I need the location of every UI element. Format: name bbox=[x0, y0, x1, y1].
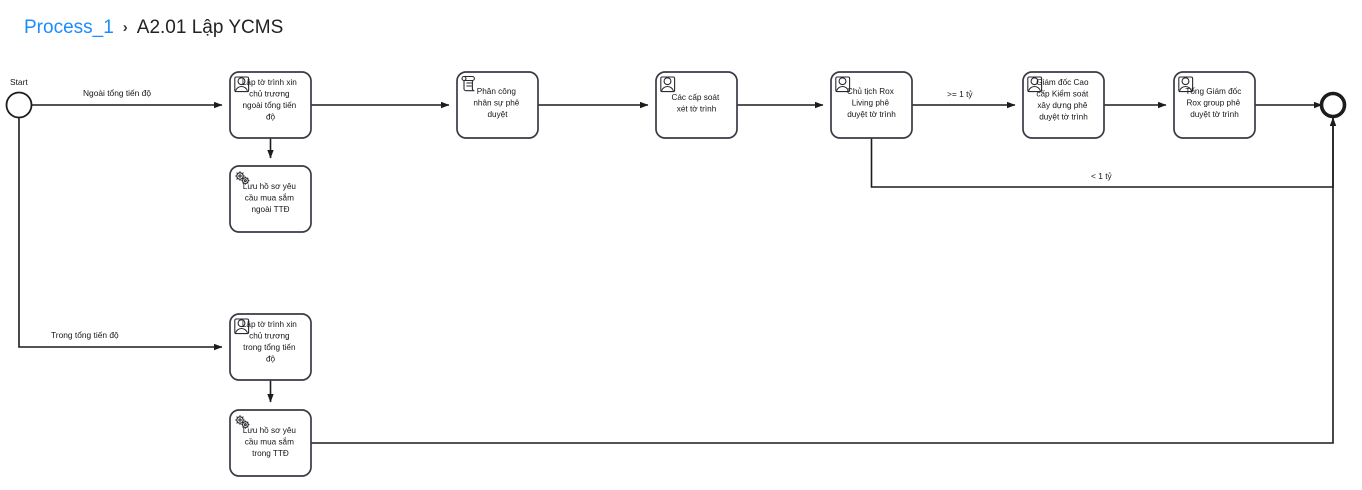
task-label-line: Rox group phê bbox=[1187, 99, 1241, 108]
svg-text:Lập tờ trình xin chủ: Lập tờ trình xin chủ trương ngoài tổng t… bbox=[242, 78, 299, 122]
svg-text:Lưu hồ sơ yêu cầu mu: Lưu hồ sơ yêu cầu mua sắm ngoài TTĐ bbox=[243, 182, 298, 214]
svg-text:Lưu hồ sơ yêu cầu mu: Lưu hồ sơ yêu cầu mua sắm trong TTĐ bbox=[243, 426, 298, 458]
task-label-line: trong TTĐ bbox=[252, 449, 289, 458]
task-label-line: độ bbox=[266, 113, 276, 122]
task-label-line: xét tờ trình bbox=[677, 105, 717, 114]
edge-label-gte-1-ty: >= 1 tỷ bbox=[947, 89, 973, 99]
task-label-line: độ bbox=[266, 355, 276, 364]
task-label-line: Chủ tịch Rox bbox=[847, 87, 894, 96]
sequence-flows bbox=[18, 101, 1337, 444]
svg-text:Giám đốc Cao cấp Kiể: Giám đốc Cao cấp Kiểm soát xây dựng phê … bbox=[1036, 78, 1091, 122]
user-icon bbox=[1178, 76, 1194, 93]
start-event-label: Start bbox=[10, 77, 28, 87]
user-icon bbox=[835, 76, 851, 93]
user-icon bbox=[234, 76, 250, 93]
task-label-line: Tổng Giám đốc bbox=[1185, 86, 1241, 96]
task-label-line: Lập tờ trình xin bbox=[242, 78, 297, 87]
task-label-line: xây dựng phê bbox=[1037, 101, 1088, 110]
svg-text:Phân công nhân sự ph: Phân công nhân sự phê duyệt bbox=[473, 87, 521, 119]
page-title: A2.01 Lập YCMS bbox=[136, 17, 284, 38]
user-icon bbox=[234, 318, 250, 335]
end-event[interactable] bbox=[1319, 91, 1347, 119]
user-icon bbox=[1027, 76, 1043, 93]
task-label-line: nhân sự phê bbox=[473, 99, 519, 108]
task-label-line: cầu mua sắm bbox=[245, 193, 294, 203]
task-label-line: duyệt bbox=[487, 110, 508, 119]
task-lap-to-trinh-ngoai[interactable]: Lập tờ trình xin chủ trương ngoài tổng t… bbox=[229, 71, 312, 139]
task-label-line: chủ trương bbox=[249, 332, 290, 341]
svg-text:Tổng Giám đốc Rox gr: Tổng Giám đốc Rox group phê duyệt tờ trì… bbox=[1185, 86, 1243, 119]
edge-labels: Ngoài tổng tiến độ Trong tổng tiến độ >=… bbox=[51, 88, 1113, 340]
task-label-line: cầu mua sắm bbox=[245, 437, 294, 447]
flow-luu-trong-to-end[interactable] bbox=[311, 117, 1337, 444]
task-label-line: trong tổng tiến bbox=[243, 342, 296, 352]
breadcrumb-root-link[interactable]: Process_1 bbox=[24, 17, 114, 38]
user-icon bbox=[660, 76, 676, 93]
task-label-line: cấp Kiểm soát bbox=[1036, 89, 1089, 99]
script-icon bbox=[461, 75, 475, 92]
task-label-line: chủ trương bbox=[249, 90, 290, 99]
svg-text:Các cấp soát xét tờ: Các cấp soát xét tờ trình bbox=[671, 93, 721, 114]
task-tong-giam-doc[interactable]: Tổng Giám đốc Rox group phê duyệt tờ trì… bbox=[1173, 71, 1256, 139]
task-label-line: Giám đốc Cao bbox=[1036, 78, 1089, 87]
task-lap-to-trinh-trong[interactable]: Lập tờ trình xin chủ trương trong tổng t… bbox=[229, 313, 312, 381]
gear-icon bbox=[235, 415, 250, 429]
breadcrumb: Process_1 › A2.01 Lập YCMS bbox=[24, 18, 283, 37]
task-label-line: duyệt tờ trình bbox=[847, 110, 896, 119]
task-label-line: duyệt tờ trình bbox=[1190, 110, 1239, 119]
task-label-line: ngoài tổng tiến bbox=[243, 100, 297, 110]
edge-label-lt-1-ty: < 1 tỷ bbox=[1091, 171, 1113, 181]
gear-icon bbox=[235, 171, 250, 185]
task-label-line: Lưu hồ sơ yêu bbox=[243, 426, 297, 435]
task-phan-cong-nhan-su[interactable]: Phân công nhân sự phê duyệt bbox=[456, 71, 539, 139]
flow-start-to-lap-trong[interactable] bbox=[18, 117, 223, 351]
task-luu-ho-so-trong[interactable]: Lưu hồ sơ yêu cầu mua sắm trong TTĐ bbox=[229, 409, 312, 477]
svg-text:Chủ tịch Rox Living: Chủ tịch Rox Living phê duyệt tờ trình bbox=[847, 87, 896, 119]
task-label-line: Lập tờ trình xin bbox=[242, 320, 297, 329]
edge-label-ngoai-tong-tien-do: Ngoài tổng tiến độ bbox=[83, 88, 151, 98]
task-chu-tich-rox-living[interactable]: Chủ tịch Rox Living phê duyệt tờ trình bbox=[830, 71, 913, 139]
chevron-right-icon: › bbox=[122, 19, 128, 36]
task-label-line: ngoài TTĐ bbox=[251, 205, 289, 214]
task-label-line: Living phê bbox=[852, 99, 890, 108]
task-label-line: duyệt tờ trình bbox=[1039, 113, 1088, 122]
task-cac-cap-soat-xet[interactable]: Các cấp soát xét tờ trình bbox=[655, 71, 738, 139]
task-label-line: Các cấp soát bbox=[671, 93, 720, 102]
start-event[interactable]: Start bbox=[5, 77, 33, 119]
svg-text:Lập tờ trình xin chủ: Lập tờ trình xin chủ trương trong tổng t… bbox=[242, 320, 299, 364]
task-giam-doc-cao-cap[interactable]: Giám đốc Cao cấp Kiểm soát xây dựng phê … bbox=[1022, 71, 1105, 139]
task-label-line: Phân công bbox=[477, 87, 517, 96]
edge-label-trong-tong-tien-do: Trong tổng tiến độ bbox=[51, 330, 119, 340]
diagram-canvas[interactable]: Start Lập tờ trình xin chủ trương ngoài … bbox=[0, 52, 1362, 490]
task-label-line: Lưu hồ sơ yêu bbox=[243, 182, 297, 191]
task-luu-ho-so-ngoai[interactable]: Lưu hồ sơ yêu cầu mua sắm ngoài TTĐ bbox=[229, 165, 312, 233]
